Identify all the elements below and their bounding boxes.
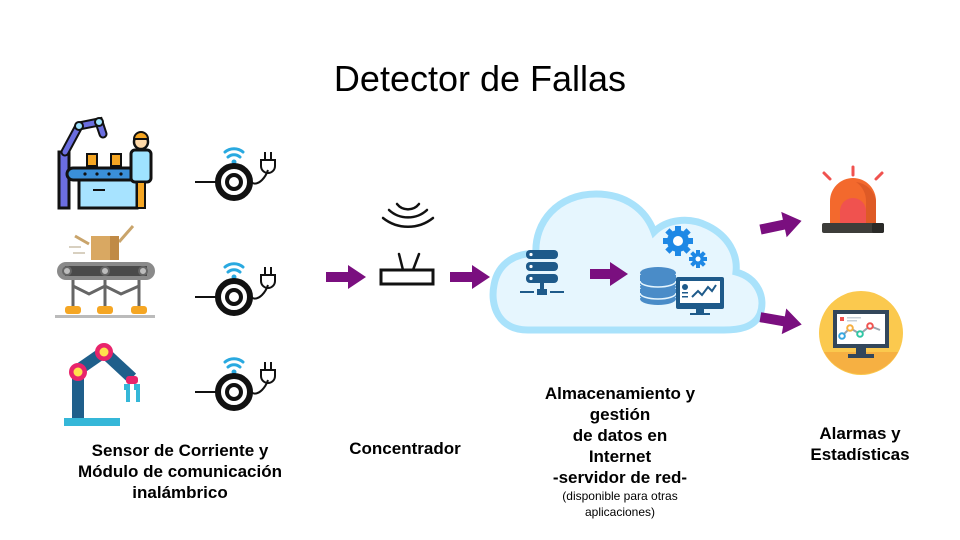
cloud-label: Almacenamiento y gestión de datos en Int… bbox=[520, 383, 720, 520]
outputs-label-line: Alarmas y bbox=[819, 424, 901, 443]
diagram-title: Detector de Fallas bbox=[333, 58, 627, 99]
sensor-label-line: inalámbrico bbox=[132, 483, 228, 502]
router-icon bbox=[379, 202, 435, 286]
arrow-server-to-database bbox=[590, 262, 628, 286]
sensor-label-line: Módulo de comunicación bbox=[77, 462, 282, 481]
statistics-monitor-icon bbox=[819, 291, 903, 375]
cloud-label-line: -servidor de red- bbox=[552, 468, 688, 487]
alarm-siren-icon bbox=[822, 165, 884, 233]
conveyor-belt-icon bbox=[55, 225, 155, 318]
cloud-label-line: Internet bbox=[588, 447, 652, 466]
arrow-cloud-to-statistics bbox=[759, 308, 802, 335]
server-rack-icon bbox=[520, 250, 564, 295]
robotic-arm-icon bbox=[64, 343, 140, 426]
sensor-label: Sensor de Corriente y Módulo de comunica… bbox=[60, 440, 300, 503]
sensor-label-line: Sensor de Corriente y bbox=[91, 441, 269, 460]
cloud-label-line: Almacenamiento y bbox=[544, 384, 696, 403]
assembly-line-worker-icon bbox=[57, 116, 153, 210]
cloud-label-line: gestión bbox=[589, 405, 651, 424]
current-sensor-icon-2 bbox=[195, 262, 276, 316]
arrow-concentrator-to-cloud bbox=[450, 265, 490, 289]
current-sensor-icon-1 bbox=[195, 147, 276, 201]
arrow-sensors-to-concentrator bbox=[326, 265, 366, 289]
cloud-sublabel-line: aplicaciones) bbox=[584, 505, 656, 519]
outputs-label-line: Estadísticas bbox=[810, 445, 910, 464]
database-dashboard-icon bbox=[639, 226, 724, 315]
outputs-label: Alarmas y Estadísticas bbox=[790, 423, 930, 465]
cloud-sublabel-line: (disponible para otras bbox=[562, 489, 678, 503]
concentrator-label: Concentrador bbox=[349, 439, 461, 458]
arrow-cloud-to-alarm bbox=[759, 211, 802, 238]
cloud-label-line: de datos en bbox=[572, 426, 668, 445]
current-sensor-icon-3 bbox=[195, 357, 276, 411]
